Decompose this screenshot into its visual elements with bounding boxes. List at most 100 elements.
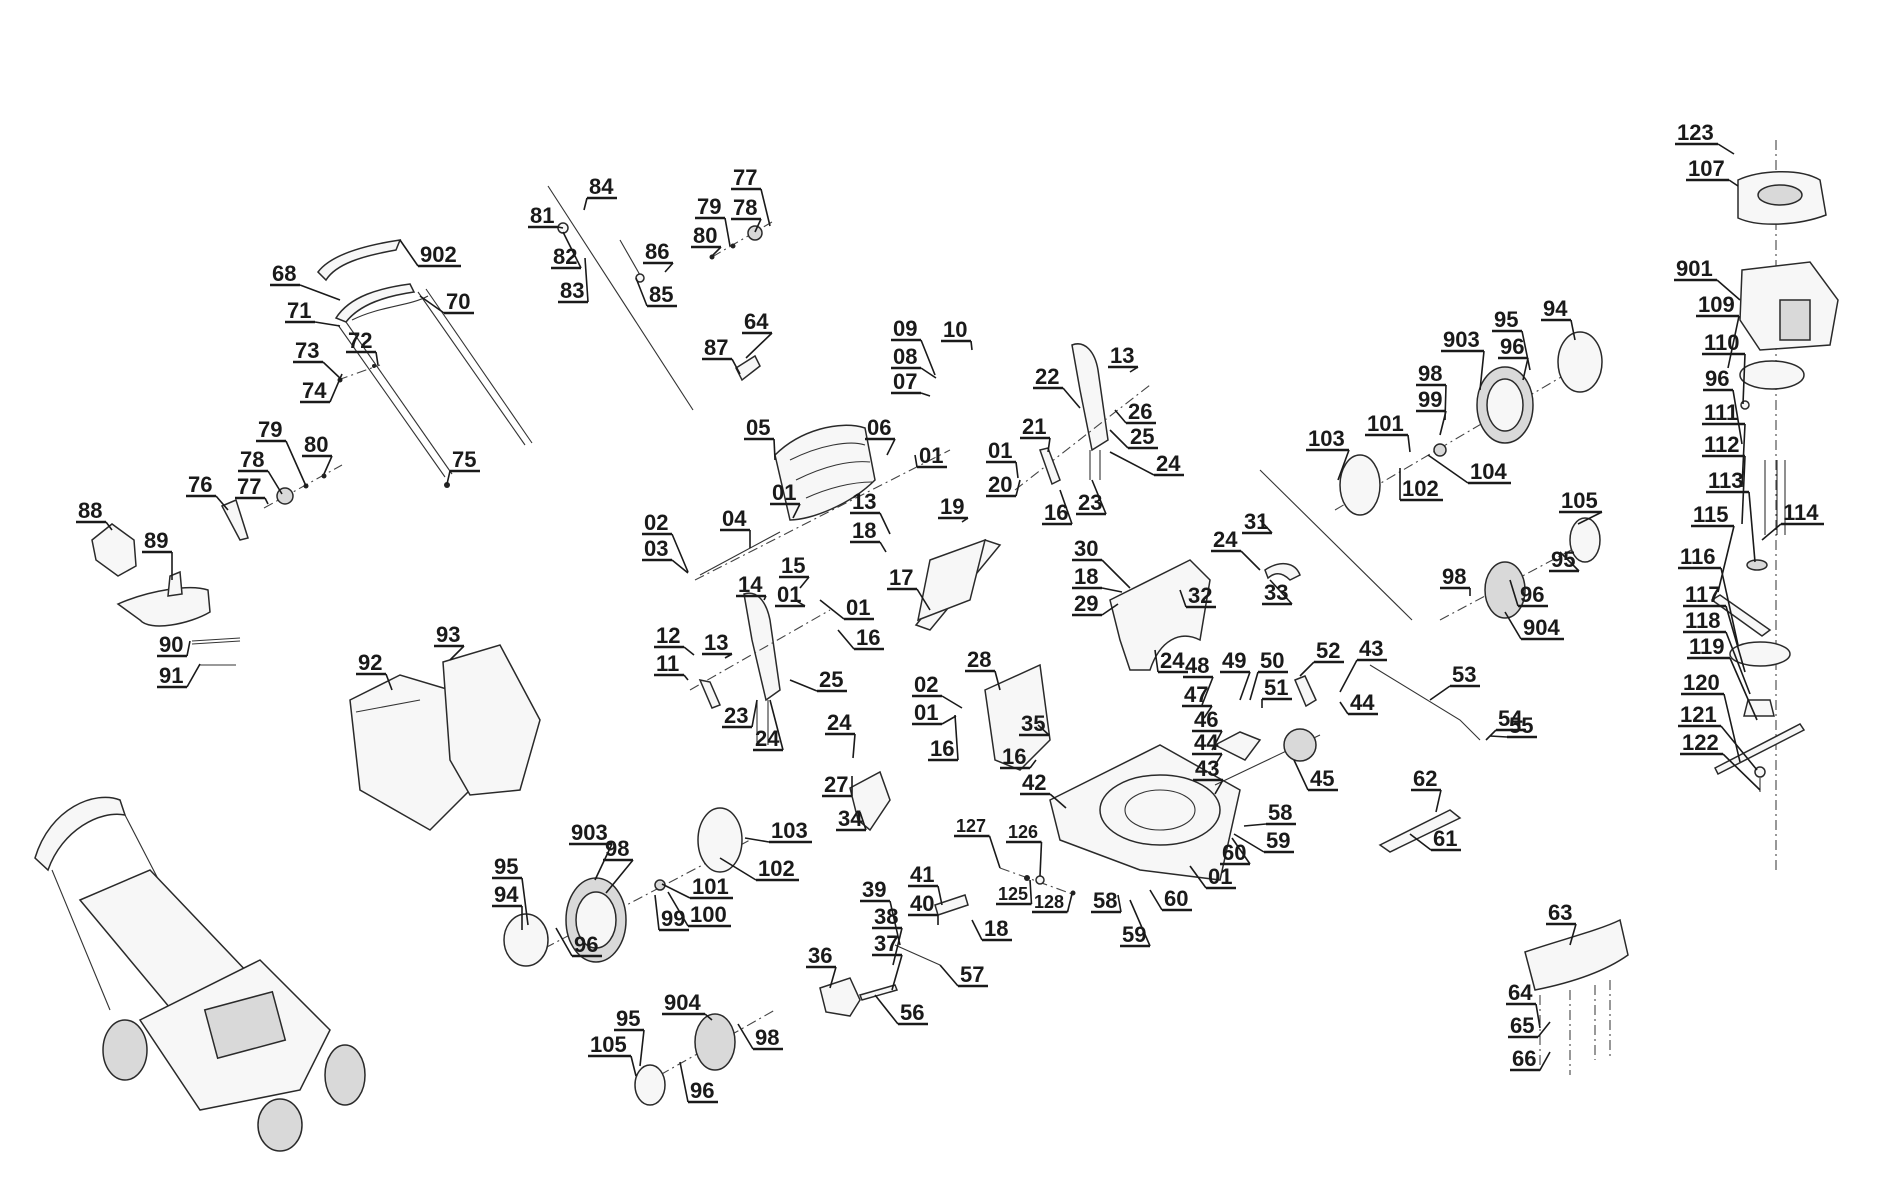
part-label: 904: [1504, 611, 1564, 641]
leader-line: [1269, 579, 1293, 605]
part-label: 32: [1179, 583, 1216, 609]
part-label: 63: [1546, 900, 1577, 946]
leader-line: [789, 679, 818, 692]
leader-line: [1539, 1051, 1551, 1071]
leader-line: [920, 392, 931, 397]
leader-line: [375, 351, 379, 366]
part-label: 07: [891, 369, 931, 397]
leader-line: [1037, 724, 1050, 736]
part-label: 122: [1680, 730, 1761, 791]
part-label: 51: [1261, 675, 1292, 708]
part-number: 105: [590, 1032, 627, 1057]
leader-line: [654, 894, 660, 931]
part-label: 103: [744, 818, 812, 844]
leader-line: [322, 361, 343, 381]
part-number: 98: [1418, 361, 1442, 386]
part-number: 100: [690, 902, 727, 927]
part-label: 96: [679, 1061, 718, 1104]
leader-line: [799, 576, 810, 589]
leader-line: [1203, 705, 1213, 719]
leader-line: [773, 438, 776, 461]
part-number: 125: [998, 884, 1028, 904]
part-number: 01: [914, 700, 938, 725]
part-label: 13: [1108, 343, 1139, 373]
part-number: 122: [1682, 730, 1719, 755]
part-label: 24: [753, 699, 784, 752]
knob-drawing: [709, 221, 773, 382]
leader-line: [1409, 833, 1432, 851]
part-label: 35: [1019, 711, 1050, 737]
part-number: 13: [852, 489, 876, 514]
part-number: 127: [956, 816, 986, 836]
part-number: 09: [893, 316, 917, 341]
deck-drawing: [1049, 744, 1241, 881]
part-number: 63: [1548, 900, 1572, 925]
leader-line: [939, 964, 959, 987]
part-number: 26: [1128, 399, 1152, 424]
front-cover-drawing: [1524, 918, 1629, 1075]
part-label: 62: [1411, 766, 1442, 813]
leader-line: [671, 533, 689, 573]
part-label: 116: [1678, 544, 1739, 646]
assembled-mower-drawing: [34, 796, 366, 1152]
part-label: 112: [1702, 432, 1746, 525]
part-number: 904: [664, 990, 701, 1015]
leader-line: [859, 811, 867, 831]
part-number: 25: [1130, 424, 1154, 449]
part-label: 70: [419, 289, 474, 315]
leader-line: [724, 653, 733, 659]
part-label: 13: [702, 630, 733, 659]
part-number: 01: [988, 438, 1012, 463]
leader-line: [892, 927, 903, 966]
part-number: 121: [1680, 702, 1717, 727]
part-number: 93: [436, 622, 460, 647]
part-number: 119: [1689, 634, 1725, 659]
part-number: 19: [940, 494, 964, 519]
height-plate-right-drawing: [1014, 343, 1151, 491]
part-label: 58: [1091, 888, 1122, 914]
part-label: 83: [558, 257, 589, 304]
part-label: 76: [186, 472, 229, 511]
part-label: 23: [1076, 479, 1107, 516]
leader-line: [399, 239, 419, 267]
part-number: 94: [494, 882, 519, 907]
part-label: 98: [737, 1023, 783, 1051]
part-number: 16: [1002, 744, 1026, 769]
part-label: 28: [965, 647, 1001, 691]
part-label: 08: [891, 344, 937, 379]
leader-line: [920, 339, 936, 376]
part-number: 32: [1188, 583, 1212, 608]
leader-line: [630, 1055, 637, 1077]
part-label: 90: [157, 632, 191, 658]
part-label: 126: [1006, 822, 1043, 877]
leader-line: [1407, 434, 1411, 453]
leader-line: [671, 559, 689, 574]
part-number: 57: [960, 962, 984, 987]
part-label: 24: [825, 710, 856, 759]
leader-line: [994, 670, 1001, 691]
leader-line: [594, 843, 613, 881]
part-label: 18: [1072, 564, 1123, 593]
part-number: 10: [943, 317, 967, 342]
part-number: 105: [1561, 488, 1598, 513]
part-label: 21: [1020, 414, 1051, 453]
part-number: 81: [530, 203, 554, 228]
part-number: 126: [1008, 822, 1038, 842]
part-number: 120: [1683, 670, 1720, 695]
part-number: 82: [553, 244, 577, 269]
part-label: 59: [1233, 828, 1294, 854]
leader-line: [1109, 451, 1155, 476]
part-label: 27: [822, 772, 853, 798]
part-number: 99: [1418, 387, 1442, 412]
part-number: 75: [452, 447, 476, 472]
part-label: 01: [775, 582, 806, 608]
leader-line: [941, 695, 963, 709]
part-label: 79: [695, 194, 731, 247]
leader-line: [1239, 671, 1251, 701]
leader-line: [916, 588, 931, 611]
part-number: 11: [656, 651, 679, 676]
front-wheel-left-drawing: [634, 1009, 776, 1106]
leader-line: [886, 438, 896, 456]
part-label: 68: [270, 261, 341, 301]
